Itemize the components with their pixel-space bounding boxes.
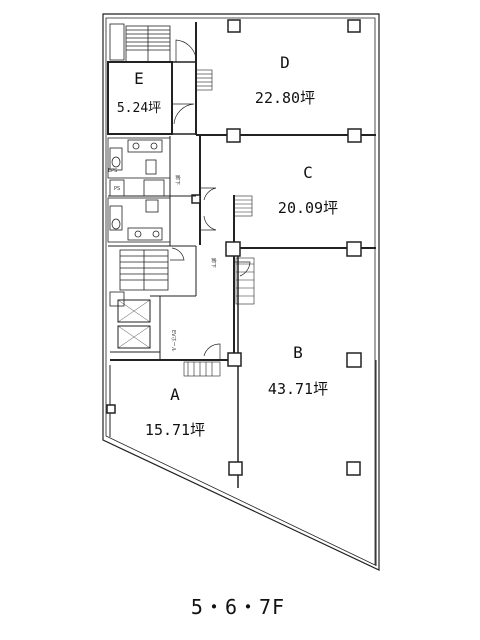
stair-upper	[109, 23, 171, 63]
structural-columns	[106, 19, 362, 476]
floor-label: 5・6・7F	[191, 595, 285, 619]
restroom-lower	[107, 197, 171, 243]
unit-a-label: A	[170, 385, 180, 404]
hatched-walls	[183, 69, 255, 377]
interior-walls	[107, 22, 376, 488]
unit-e-label: E	[134, 69, 144, 88]
elevator-hall-label: EVホール	[170, 330, 176, 352]
unit-c-label: C	[303, 163, 313, 182]
ps-label: PS	[114, 186, 120, 192]
shafts	[109, 179, 165, 307]
corridor-label-right: 廊下	[210, 258, 217, 268]
eps-label: EPS	[108, 168, 117, 174]
unit-c-area: 20.09坪	[278, 199, 338, 217]
building-outline	[102, 13, 380, 571]
core-partitions	[108, 136, 197, 360]
unit-e-area: 5.24坪	[117, 101, 161, 116]
unit-b-area: 43.71坪	[268, 380, 328, 398]
unit-d-label: D	[280, 53, 290, 72]
unit-b-label: B	[293, 343, 303, 362]
unit-a-area: 15.71坪	[145, 421, 205, 439]
corridor-label-upper: 廊下	[174, 175, 181, 185]
unit-d-area: 22.80坪	[255, 89, 315, 107]
doors	[170, 39, 251, 360]
stair-lower	[119, 249, 169, 291]
elevators	[117, 299, 151, 349]
